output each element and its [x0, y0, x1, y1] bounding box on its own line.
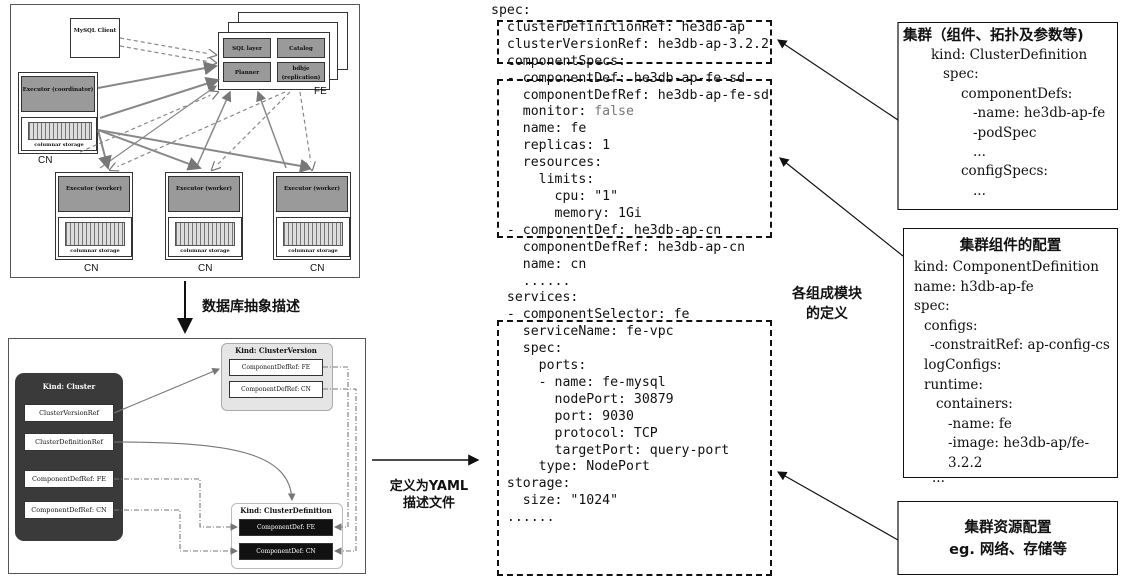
yaml-line: cpu: "1" — [491, 188, 619, 204]
yaml-line: ...... — [491, 273, 571, 289]
yaml-line: targetPort: query-port — [491, 442, 730, 458]
version-ref-fe: ComponentDefRef: FE — [229, 359, 323, 376]
yaml-line: clusterDefinitionRef: he3db-ap — [491, 19, 746, 35]
coordinator-storage: columnar storage — [21, 117, 97, 151]
yaml-line: clusterVersionRef: he3db-ap-3.2.2 — [491, 36, 769, 52]
cluster-version-ref: ClusterVersionRef — [24, 404, 114, 422]
resource-note-subtitle: eg. 网络、存储等 — [949, 542, 1067, 558]
yaml-line: memory: 1Gi — [491, 205, 642, 221]
cluster-note-title: 集群（组件、拓扑及参数等) — [903, 28, 1084, 44]
yaml-line: replicas: 1 — [491, 138, 611, 154]
coordinator-executor: Executor (coordinator) — [21, 76, 95, 112]
version-ref-cn: ComponentDefRef: CN — [229, 381, 323, 398]
yaml-line: componentSpecs: — [491, 53, 626, 69]
component-def-cn: ComponentDef: CN — [239, 543, 333, 560]
yaml-line: protocol: TCP — [491, 425, 658, 441]
yaml-line: - componentSelector: fe — [491, 307, 690, 323]
component-note — [903, 228, 1118, 478]
component-def-ref-fe: ComponentDefRef: FE — [24, 470, 114, 488]
cn-label-coordinator: CN — [38, 155, 53, 166]
yaml-arrow-label: 定义为YAML 描述文件 — [389, 479, 469, 511]
cn-label-1: CN — [84, 263, 99, 274]
cn-label-3: CN — [310, 263, 325, 274]
cn-label-2: CN — [198, 263, 213, 274]
worker-executor-2: Executor (worker) — [168, 176, 240, 212]
yaml-line: - name: fe-mysql — [491, 374, 666, 390]
yaml-line: monitor: false — [491, 104, 634, 120]
modules-label: 各组成模块 的定义 — [792, 286, 862, 322]
yaml-line: port: 9030 — [491, 408, 634, 424]
yaml-box-services — [497, 320, 772, 576]
yaml-line: storage: — [491, 476, 571, 492]
yaml-line: services: — [491, 290, 579, 306]
yaml-line: serviceName: fe-vpc — [491, 324, 674, 340]
cluster-version-card — [221, 343, 333, 411]
yaml-line: - componentDef: he3db-ap-fe-sd — [491, 70, 746, 86]
cluster-version-title: Kind: ClusterVersion — [235, 346, 317, 355]
yaml-line: componentDefRef: he3db-ap-cn — [491, 239, 746, 255]
yaml-line: spec: — [491, 341, 563, 357]
yaml-box-components — [497, 79, 772, 238]
yaml-line: ...... — [491, 510, 555, 526]
worker-storage-2: columnar storage — [168, 217, 242, 257]
resource-note-title: 集群资源配置 — [964, 520, 1052, 536]
yaml-line: name: cn — [491, 256, 587, 272]
mysql-client-box: MySQL Client — [70, 18, 120, 58]
yaml-line: limits: — [491, 172, 595, 188]
cluster-definition-title: Kind: ClusterDefinition — [240, 506, 332, 515]
cluster-definition-ref: ClusterDefinitionRef — [24, 433, 114, 451]
worker-storage-1: columnar storage — [58, 217, 132, 257]
fe-label: FE — [314, 86, 327, 97]
fe-sql-layer: SQL layer — [223, 38, 271, 58]
yaml-line: type: NodePort — [491, 459, 650, 475]
yaml-line: spec: — [491, 3, 531, 18]
worker-executor-3: Executor (worker) — [276, 176, 348, 212]
component-def-fe: ComponentDef: FE — [239, 519, 333, 536]
yaml-code: spec: clusterDefinitionRef: he3db-ap clu… — [491, 3, 781, 573]
yaml-line: componentDefRef: he3db-ap-fe-sd — [491, 87, 769, 103]
abstract-arrow-label: 数据库抽象描述 — [202, 299, 300, 315]
worker-executor-1: Executor (worker) — [58, 176, 130, 212]
cluster-title: Kind: Cluster — [42, 382, 96, 391]
fe-bdbje: bdbje (replication) — [277, 62, 325, 82]
yaml-box-cluster-refs — [497, 20, 772, 64]
yaml-line: nodePort: 30879 — [491, 391, 674, 407]
component-note-body: kind: ComponentDefinition name: h3db-ap-… — [914, 259, 1110, 486]
yaml-line: size: "1024" — [491, 493, 619, 509]
cluster-note-body: kind: ClusterDefinition spec: componentD… — [931, 47, 1106, 199]
yaml-line: ports: — [491, 358, 587, 374]
cluster-note — [898, 22, 1118, 210]
resource-note — [898, 501, 1118, 575]
yaml-line: name: fe — [491, 121, 587, 137]
fe-catalog: Catalog — [277, 38, 325, 58]
fe-planner: Planner — [223, 62, 271, 82]
component-note-title: 集群组件的配置 — [959, 238, 1062, 254]
component-def-ref-cn: ComponentDefRef: CN — [24, 501, 114, 519]
yaml-line: resources: — [491, 155, 603, 171]
worker-storage-3: columnar storage — [276, 217, 350, 257]
yaml-line: - componentDef: he3db-ap-cn — [491, 222, 722, 238]
